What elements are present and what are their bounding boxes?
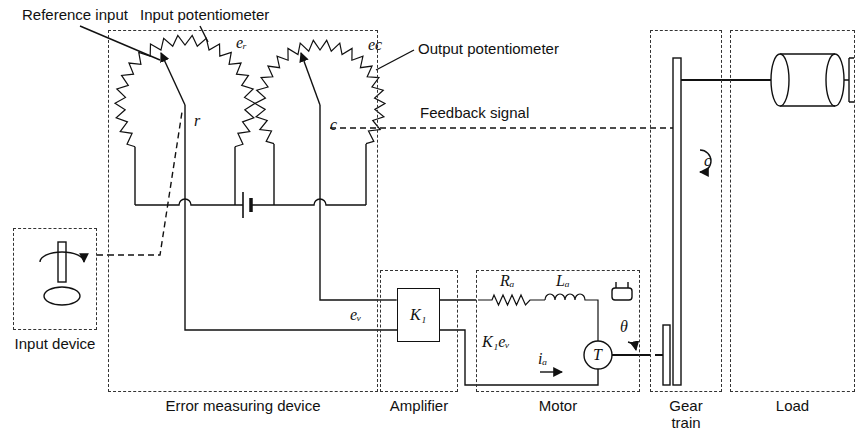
field-symbol xyxy=(612,282,632,300)
input-wiper xyxy=(161,53,185,105)
gain-label: K₁ xyxy=(410,306,426,323)
output-wiper xyxy=(301,53,320,105)
callout-label: Reference input xyxy=(22,6,128,23)
output-gear xyxy=(673,58,681,385)
inductor-symbol xyxy=(545,294,598,341)
input-knob xyxy=(40,242,84,305)
block-heading: Load xyxy=(776,397,809,414)
angle-symbol: c xyxy=(330,116,337,133)
battery-symbol xyxy=(242,192,244,218)
resistance-symbol: Rₐ xyxy=(500,272,514,289)
motor-shaft xyxy=(612,354,640,356)
wire-connector xyxy=(722,79,730,81)
wire-connector xyxy=(640,354,650,356)
error-wire xyxy=(185,105,397,330)
load-box: Load xyxy=(730,30,855,392)
angle-symbol: r xyxy=(194,112,200,129)
input-potentiometer xyxy=(115,35,255,146)
signal-name: Feedback signal xyxy=(418,104,531,121)
gear-train-box: Gear train xyxy=(650,30,722,392)
angle-symbol: θ xyxy=(620,318,628,335)
feedback-shaft xyxy=(330,127,673,128)
input-shaft xyxy=(108,112,182,255)
block-heading: Gear train xyxy=(656,397,716,431)
voltage-symbol: K₁eᵥ xyxy=(482,333,510,350)
load-cylinder xyxy=(771,54,854,106)
output-potentiometer xyxy=(255,40,385,143)
input-device-box: Input device xyxy=(13,228,97,330)
current-arrow xyxy=(540,371,562,372)
angle-symbol: c xyxy=(704,152,711,169)
leader-line xyxy=(376,50,414,70)
pinion-gear xyxy=(663,325,670,385)
inductance-symbol: Lₐ xyxy=(556,272,570,289)
current-symbol: iₐ xyxy=(538,350,547,367)
error-device-box: Error measuring device xyxy=(108,30,378,392)
wire-connector xyxy=(97,254,108,255)
bus-wire xyxy=(135,199,243,205)
block-heading: Amplifier xyxy=(390,397,448,414)
voltage-symbol: ec xyxy=(368,36,382,53)
gain-block: K₁ xyxy=(397,288,440,342)
voltage-symbol: eᵣ xyxy=(236,34,247,51)
motor-symbol xyxy=(584,341,612,369)
amplifier-box: AmplifierK₁ xyxy=(380,270,458,392)
block-heading: Motor xyxy=(539,397,577,414)
block-heading: Input device xyxy=(15,335,96,352)
motor-wire xyxy=(440,330,598,385)
callout-label: Input potentiometer xyxy=(140,6,269,23)
bus-wire xyxy=(251,199,366,205)
error-wire xyxy=(320,105,378,300)
resistor-symbol xyxy=(478,295,545,305)
voltage-symbol: eᵥ xyxy=(350,306,362,323)
torque-symbol: T xyxy=(593,346,602,363)
callout-label: Output potentiometer xyxy=(418,40,559,57)
block-heading: Error measuring device xyxy=(165,397,320,414)
